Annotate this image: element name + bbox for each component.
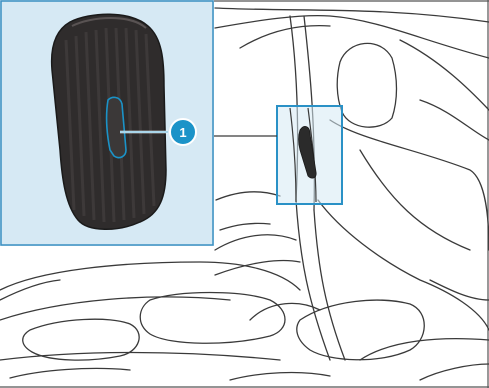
callout-number: 1 xyxy=(179,125,186,140)
numbered-circle-icon: 1 xyxy=(170,119,196,145)
highlight-box xyxy=(277,106,342,204)
pad-large xyxy=(52,14,166,229)
